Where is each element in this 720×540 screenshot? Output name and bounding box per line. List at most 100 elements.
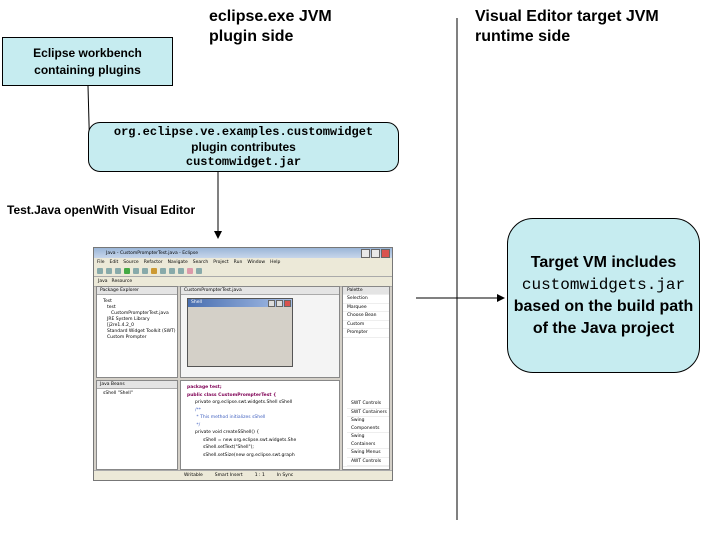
palette-item: Prompter xyxy=(343,329,389,338)
toolbar-icon xyxy=(169,268,175,274)
toolbar-icon xyxy=(196,268,202,274)
plugin-box-line3: customwidget.jar xyxy=(185,154,302,169)
close-icon xyxy=(381,249,390,258)
shell-minimize-icon xyxy=(268,300,275,307)
menu-edit: Edit xyxy=(109,259,119,265)
visual-editor-panel: CustomPrompterTest.java Shell xyxy=(180,286,340,378)
menu-source: Source xyxy=(123,259,139,265)
package-explorer-tab: Package Explorer xyxy=(97,287,177,295)
runtime-side-heading: Visual Editor target JVM runtime side xyxy=(475,7,659,47)
target-vm-box: Target VM includes customwidgets.jar bas… xyxy=(507,218,700,373)
palette-group: SWT Containers xyxy=(347,409,389,417)
java-beans-tab: Java Beans xyxy=(97,381,177,389)
palette-title: Palette xyxy=(343,287,389,295)
screenshot-titlebar: Java - CustomPrompterTest.java - Eclipse xyxy=(94,248,392,258)
toolbar-icon xyxy=(151,268,157,274)
menu-project: Project xyxy=(213,259,229,265)
status-insert-mode: Smart Insert xyxy=(214,473,243,478)
shell-buttons xyxy=(268,300,291,307)
target-box-line3: based on the build path xyxy=(513,297,694,315)
menu-search: Search xyxy=(192,259,209,265)
java-beans-item: sShell "Shell" xyxy=(103,391,133,396)
palette-panel: Palette Selection Marquee Choose Bean Cu… xyxy=(342,286,390,470)
toolbar-icon xyxy=(115,268,121,274)
toolbar-icon xyxy=(142,268,148,274)
target-box-line4: of the Java project xyxy=(532,319,675,337)
palette-groups: SWT Controls SWT Containers Swing Compon… xyxy=(343,400,389,467)
workbench-box: Eclipse workbench containing plugins xyxy=(2,37,173,86)
run-icon xyxy=(124,268,130,274)
workbench-box-line1: Eclipse workbench xyxy=(33,45,142,60)
screenshot-menubar: File Edit Source Refactor Navigate Searc… xyxy=(94,258,392,266)
code-line: private void createSShell() { xyxy=(195,430,260,435)
runtime-side-heading-line1: Visual Editor target JVM xyxy=(475,8,659,25)
toolbar-icon xyxy=(133,268,139,274)
tree-item: Custom Prompter xyxy=(107,335,147,340)
target-box-line2: customwidgets.jar xyxy=(521,275,686,294)
toolbar-icon xyxy=(97,268,103,274)
code-line: private org.eclipse.swt.widgets.Shell sS… xyxy=(195,400,293,405)
code-line: sShell = new org.eclipse.swt.widgets.She xyxy=(203,437,297,443)
plugin-side-heading: eclipse.exe JVM plugin side xyxy=(209,7,332,47)
perspective-java: Java xyxy=(98,279,108,284)
java-beans-tree: sShell "Shell" xyxy=(97,389,177,397)
editor-tab: CustomPrompterTest.java xyxy=(181,287,339,295)
tree-item: test xyxy=(107,305,116,310)
code-line: sShell.setSize(new org.eclipse.swt.graph xyxy=(203,452,295,458)
menu-file: File xyxy=(97,259,105,265)
code-line: /** xyxy=(195,407,202,413)
eclipse-screenshot: Java - CustomPrompterTest.java - Eclipse… xyxy=(93,247,393,481)
tree-item: CustomPrompterTest.java xyxy=(111,311,169,316)
tree-item: Standard Widget Toolkit (SWT) xyxy=(107,329,176,334)
package-tree: Test test CustomPrompterTest.java JRE Sy… xyxy=(97,295,177,341)
toolbar-icon xyxy=(187,268,193,274)
palette-item: Selection xyxy=(343,295,389,304)
menu-run: Run xyxy=(233,259,243,265)
window-buttons xyxy=(361,249,390,258)
tree-item: Test xyxy=(103,299,112,304)
status-writable: Writable xyxy=(184,473,203,478)
minimize-icon xyxy=(361,249,370,258)
status-bar: Writable Smart Insert 1 : 1 In Sync xyxy=(94,470,392,480)
package-explorer-panel: Package Explorer Test test CustomPrompte… xyxy=(96,286,178,378)
source-editor-panel: package test; public class CustomPrompte… xyxy=(180,380,340,470)
toolbar-icon xyxy=(178,268,184,274)
palette-item: Choose Bean xyxy=(343,312,389,321)
toolbar-icon xyxy=(160,268,166,274)
plugin-box-line1: org.eclipse.ve.examples.customwidget xyxy=(113,124,374,139)
menu-refactor: Refactor xyxy=(143,259,163,265)
status-sync: In Sync xyxy=(276,473,294,478)
maximize-icon xyxy=(371,249,380,258)
palette-group: AWT Controls xyxy=(347,458,389,466)
plugin-side-heading-line2: plugin side xyxy=(209,28,294,45)
java-beans-panel: Java Beans sShell "Shell" xyxy=(96,380,178,470)
toolbar-icon xyxy=(106,268,112,274)
screenshot-toolbar xyxy=(94,266,392,277)
menu-window: Window xyxy=(247,259,266,265)
status-position: 1 : 1 xyxy=(254,473,265,478)
open-with-label: Test.Java openWith Visual Editor xyxy=(7,203,196,217)
shell-titlebar: Shell xyxy=(188,299,292,307)
screenshot-title: Java - CustomPrompterTest.java - Eclipse xyxy=(106,250,198,256)
code-line: * This method initializes sShell xyxy=(195,415,266,420)
shell-widget: Shell xyxy=(187,298,293,367)
code-line: */ xyxy=(195,422,201,428)
code-line: package test; xyxy=(187,385,222,390)
menu-help: Help xyxy=(270,259,281,265)
plugin-side-heading-line1: eclipse.exe JVM xyxy=(209,8,332,25)
code-line: public class CustomPrompterTest { xyxy=(187,392,277,398)
code-line: sShell.setText("Shell"); xyxy=(203,445,254,450)
palette-group: Swing Menus xyxy=(347,449,389,458)
palette-group: Swing Components xyxy=(347,417,389,433)
target-box-line1: Target VM includes xyxy=(530,253,677,271)
tree-item: JRE System Library [j2re1.4.2_0 xyxy=(107,317,150,328)
shell-maximize-icon xyxy=(276,300,283,307)
shell-close-icon xyxy=(284,300,291,307)
palette-group: SWT Controls xyxy=(347,400,389,409)
palette-item: Marquee xyxy=(343,304,389,312)
plugin-box-line2: plugin contributes xyxy=(191,139,296,154)
plugin-box: org.eclipse.ve.examples.customwidget plu… xyxy=(88,122,399,172)
runtime-side-heading-line2: runtime side xyxy=(475,28,571,45)
menu-navigate: Navigate xyxy=(167,259,188,265)
palette-group: Swing Containers xyxy=(347,433,389,449)
